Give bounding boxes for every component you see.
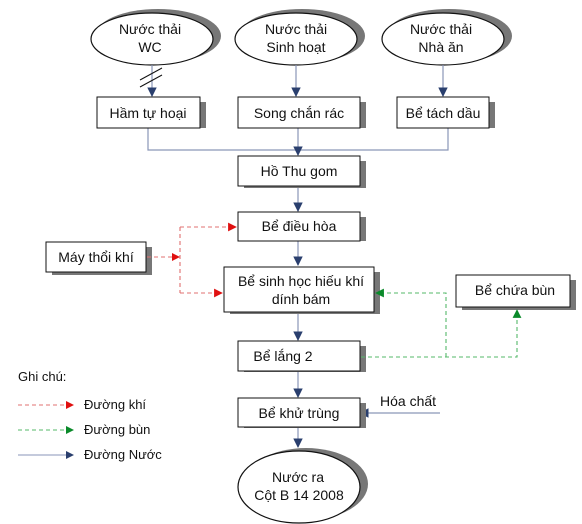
legend-air-label: Đường khí	[84, 397, 146, 412]
outlet: Nước ra Cột B 14 2008	[237, 448, 368, 524]
source-canteen: Nước thải Nhà ăn	[381, 9, 512, 66]
svg-text:Bể lắng 2: Bể lắng 2	[253, 348, 312, 364]
air-inline-arrow	[172, 253, 180, 261]
legend: Ghi chú: Đường khí Đường bùn Đường Nước	[18, 369, 162, 462]
legend-sludge-label: Đường bùn	[84, 422, 150, 437]
svg-text:Bể tách dầu: Bể tách dầu	[406, 105, 481, 121]
air-flow-lines	[147, 222, 237, 298]
svg-text:Bể điều hòa: Bể điều hòa	[262, 218, 337, 234]
source-canteen-line2: Nhà ăn	[418, 39, 463, 55]
outlet-line1: Nước ra	[272, 469, 324, 485]
legend-sludge-arrow	[66, 426, 74, 434]
box-equalization: Bể điều hòa	[237, 211, 366, 242]
legend-title: Ghi chú:	[18, 369, 66, 384]
box-disinfection: Bể khử trùng	[237, 397, 366, 428]
source-wc-line2: WC	[138, 39, 161, 55]
source-domestic: Nước thải Sinh hoạt	[234, 9, 365, 66]
svg-text:Bể sinh học hiếu khí: Bể sinh học hiếu khí	[238, 273, 364, 289]
outlet-line2: Cột B 14 2008	[254, 487, 344, 503]
svg-text:Song chắn rác: Song chắn rác	[254, 105, 344, 121]
svg-text:Hóa chất: Hóa chất	[380, 393, 436, 409]
svg-text:Máy thổi khí: Máy thổi khí	[58, 249, 134, 265]
box-grease: Bể tách dầu	[396, 96, 495, 129]
svg-text:Hầm tự hoại: Hầm tự hoại	[109, 105, 186, 121]
svg-text:Hồ Thu gom: Hồ Thu gom	[261, 163, 338, 179]
box-blower: Máy thổi khí	[45, 241, 152, 275]
svg-text:Bể chứa bùn: Bể chứa bùn	[475, 282, 555, 298]
legend-air-arrow	[66, 401, 74, 409]
box-settling: Bể lắng 2	[237, 340, 366, 372]
box-collection: Hồ Thu gom	[237, 155, 366, 188]
svg-text:dính bám: dính bám	[272, 291, 330, 307]
sludge-flow-lines	[361, 288, 522, 358]
label-chemical: Hóa chất	[380, 393, 436, 409]
box-septic: Hầm tự hoại	[96, 96, 206, 129]
water-flow-lines	[147, 65, 449, 448]
legend-water-label: Đường Nước	[84, 447, 162, 462]
box-screen: Song chắn rác	[237, 96, 366, 129]
source-wc-line1: Nước thải	[119, 21, 181, 37]
source-wc: Nước thải WC	[90, 9, 221, 66]
box-sludge: Bể chứa bùn	[455, 274, 576, 310]
svg-text:Bể khử trùng: Bể khử trùng	[259, 405, 340, 421]
source-domestic-line2: Sinh hoạt	[266, 39, 325, 55]
legend-water-arrow	[66, 451, 74, 459]
source-canteen-line1: Nước thải	[410, 21, 472, 37]
box-bio: Bể sinh học hiếu khí dính bám	[223, 266, 380, 314]
source-domestic-line1: Nước thải	[265, 21, 327, 37]
pipe-break-marks	[139, 67, 163, 88]
